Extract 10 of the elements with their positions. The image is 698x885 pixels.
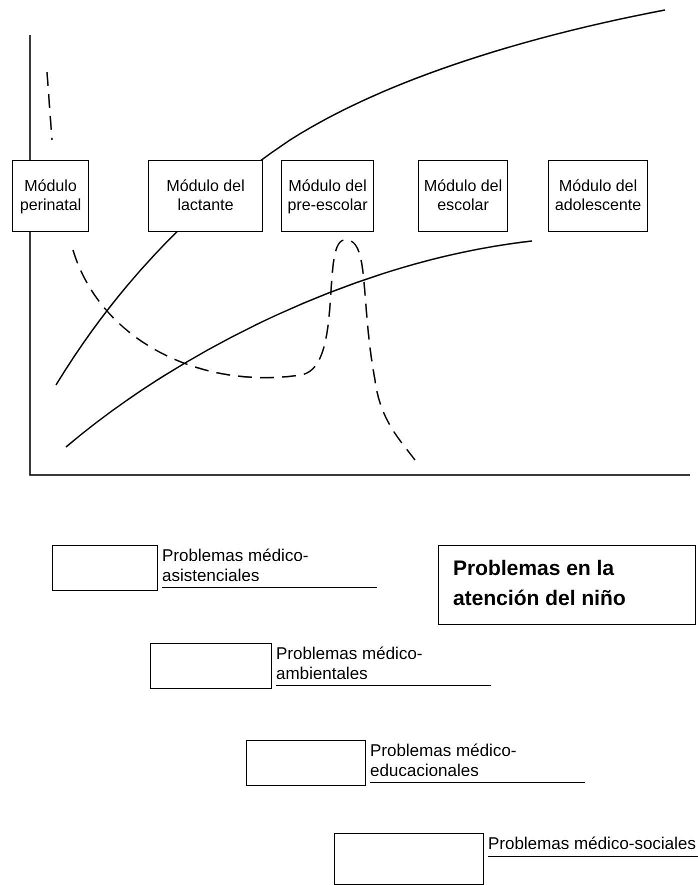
title-box: Problemas en la atención del niño — [438, 545, 696, 625]
module-box: Módulo perinatal — [12, 160, 89, 232]
module-box: Módulo del pre-escolar — [281, 160, 374, 232]
legend-label: Problemas médico-asistenciales — [162, 546, 377, 588]
legend-label: Problemas médico-sociales — [488, 834, 698, 857]
module-box: Módulo del adolescente — [548, 160, 648, 232]
module-box: Módulo del lactante — [148, 160, 263, 232]
module-box: Módulo del escolar — [418, 160, 508, 232]
legend-label: Problemas médico-ambientales — [276, 644, 491, 686]
legend-label: Problemas médico-educacionales — [370, 741, 585, 784]
